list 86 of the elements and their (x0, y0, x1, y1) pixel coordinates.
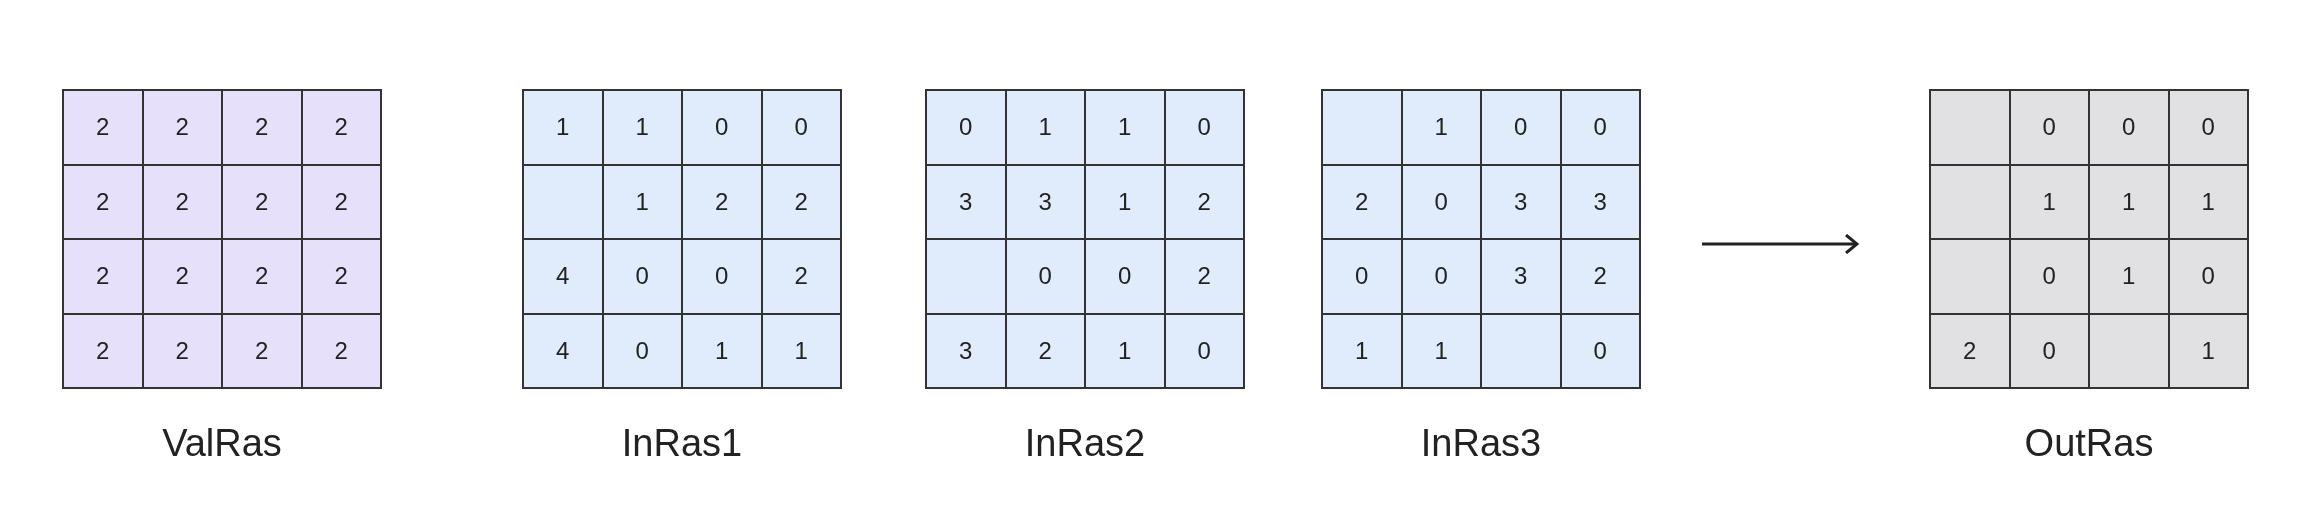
raster-cell: 2 (1164, 239, 1244, 314)
raster-cell: 2 (142, 90, 222, 165)
raster-cell: 1 (682, 313, 762, 388)
raster-cell: 0 (2089, 90, 2169, 165)
raster-cell: 2 (63, 313, 143, 388)
raster-cell: 2 (1005, 313, 1085, 388)
raster-cell: 0 (1164, 313, 1244, 388)
raster-cell: 0 (1164, 90, 1244, 165)
raster-cell: 2 (63, 90, 143, 165)
raster-cell: 2 (63, 239, 143, 314)
raster-cell: 2 (222, 239, 302, 314)
raster-cell: 4 (523, 239, 603, 314)
raster-cell: 3 (1005, 164, 1085, 239)
raster-cell: 0 (602, 313, 682, 388)
raster-cell: 1 (1085, 164, 1165, 239)
empty-cell (523, 164, 603, 239)
raster-cell: 3 (926, 164, 1006, 239)
raster-cell: 2 (301, 313, 381, 388)
raster-cell: 0 (1481, 90, 1561, 165)
empty-cell (1322, 90, 1402, 165)
arrow (1702, 233, 1859, 255)
raster-cell: 1 (1085, 90, 1165, 165)
raster-cell: 0 (2168, 90, 2248, 165)
raster-cell: 4 (523, 313, 603, 388)
raster-cell: 1 (1085, 313, 1165, 388)
raster-name: OutRas (2024, 424, 2154, 462)
raster-cell: 1 (1401, 90, 1481, 165)
raster-cell: 2 (1930, 313, 2010, 388)
raster-cell: 0 (1085, 239, 1165, 314)
raster-cell: 0 (1322, 239, 1402, 314)
raster-cell: 0 (2168, 239, 2248, 314)
raster-cell: 2 (1322, 164, 1402, 239)
raster-cell: 2 (63, 164, 143, 239)
raster-cell: 1 (2089, 239, 2169, 314)
raster-cell: 2 (142, 239, 222, 314)
raster-cell: 1 (2009, 164, 2089, 239)
raster-cell: 1 (2168, 164, 2248, 239)
raster-cell: 0 (761, 90, 841, 165)
raster-cell: 0 (1005, 239, 1085, 314)
raster-cell: 0 (1560, 90, 1640, 165)
raster-cell: 1 (602, 90, 682, 165)
raster-cell: 2 (222, 90, 302, 165)
raster-cell: 2 (142, 313, 222, 388)
raster-cell: 0 (682, 90, 762, 165)
raster-name: InRas2 (1024, 424, 1146, 462)
empty-cell (1930, 239, 2010, 314)
raster-cell: 2 (142, 164, 222, 239)
raster-cell: 3 (1560, 164, 1640, 239)
raster-cell: 2 (761, 164, 841, 239)
empty-cell (2089, 313, 2169, 388)
raster-cell: 2 (301, 239, 381, 314)
raster-cell: 2 (301, 90, 381, 165)
raster-cell: 3 (1481, 164, 1561, 239)
raster-cell: 0 (2009, 239, 2089, 314)
raster-cell: 1 (761, 313, 841, 388)
raster-cell: 3 (1481, 239, 1561, 314)
empty-cell (1481, 313, 1561, 388)
raster-cell: 0 (2009, 90, 2089, 165)
raster-cell: 2 (301, 164, 381, 239)
raster-cell: 2 (1560, 239, 1640, 314)
raster-cell: 2 (222, 164, 302, 239)
empty-cell (926, 239, 1006, 314)
raster-cell: 1 (2089, 164, 2169, 239)
empty-cell (1930, 164, 2010, 239)
raster-name: InRas1 (621, 424, 743, 462)
raster-cell: 1 (1322, 313, 1402, 388)
raster-cell: 1 (602, 164, 682, 239)
raster-cell: 3 (926, 313, 1006, 388)
raster-cell: 0 (602, 239, 682, 314)
raster-cell: 0 (682, 239, 762, 314)
raster-cell: 2 (1164, 164, 1244, 239)
raster-cell: 0 (1401, 239, 1481, 314)
empty-cell (1930, 90, 2010, 165)
raster-cell: 2 (222, 313, 302, 388)
raster-cell: 1 (2168, 313, 2248, 388)
raster-cell: 1 (523, 90, 603, 165)
raster-cell: 2 (761, 239, 841, 314)
raster-name: InRas3 (1420, 424, 1542, 462)
raster-cell: 2 (682, 164, 762, 239)
raster-cell: 0 (1401, 164, 1481, 239)
raster-cell: 1 (1401, 313, 1481, 388)
raster-cell: 0 (2009, 313, 2089, 388)
raster-cell: 0 (1560, 313, 1640, 388)
raster-cell: 0 (926, 90, 1006, 165)
raster-cell: 1 (1005, 90, 1085, 165)
raster-name: ValRas (162, 424, 282, 462)
